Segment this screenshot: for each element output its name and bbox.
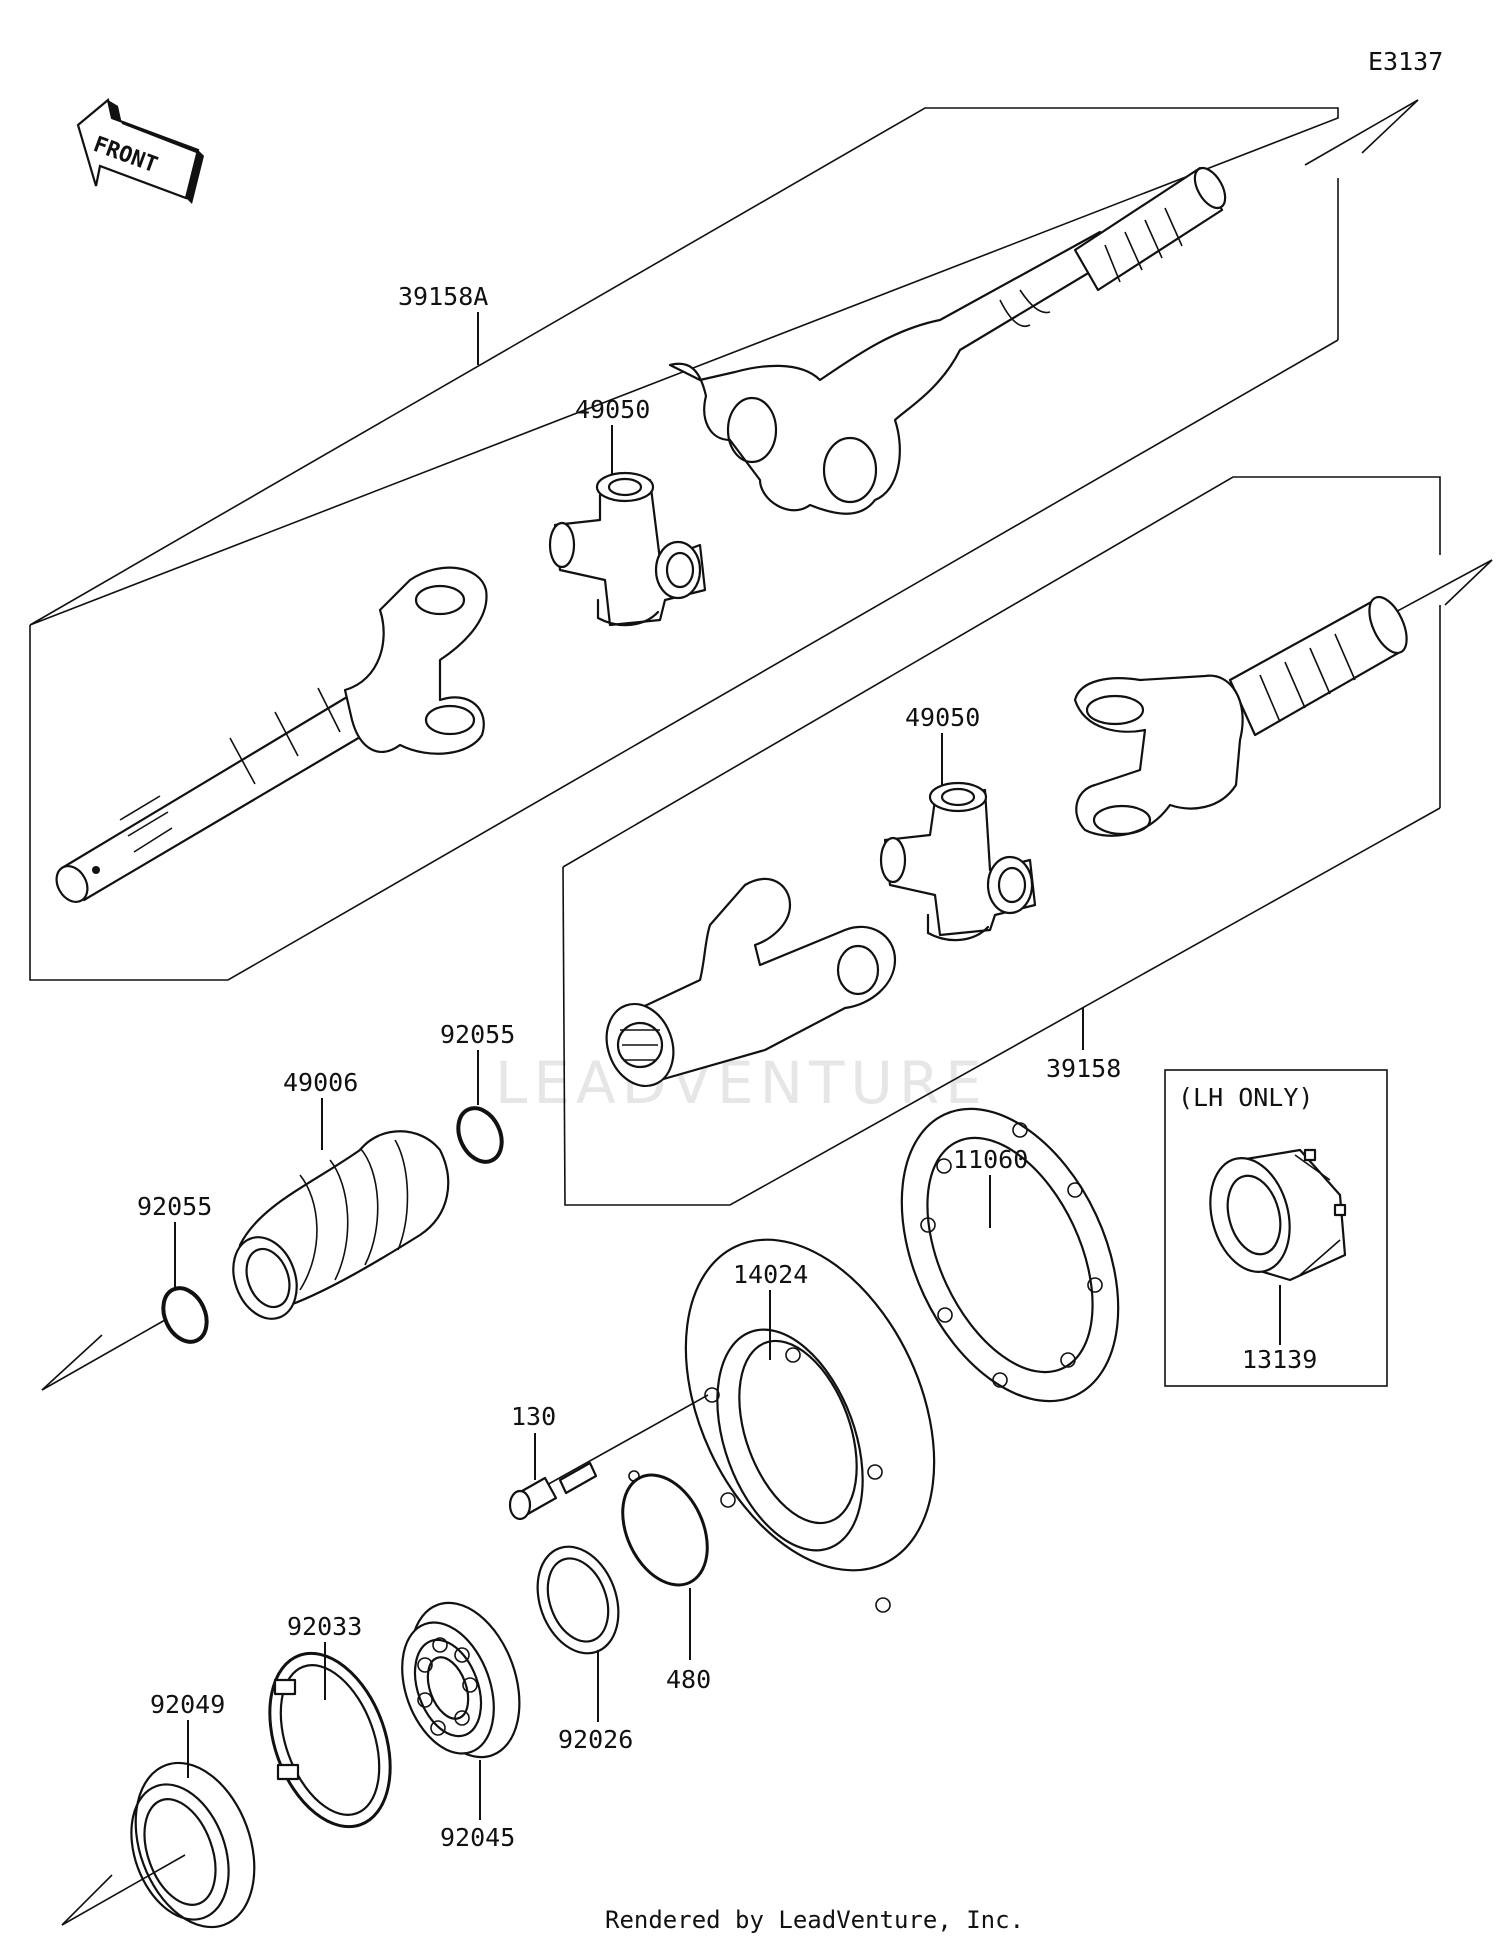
right-o-ring-part <box>456 1106 504 1164</box>
lh-only-label: (LH ONLY) <box>1178 1083 1313 1112</box>
rear-shaft-input-yoke-part <box>605 877 897 1088</box>
bolt-part <box>508 1394 709 1521</box>
callout-11060: 11060 <box>953 1145 1028 1174</box>
front-shaft-left-part <box>55 566 488 903</box>
housing-part <box>684 1238 936 1613</box>
leader-lines <box>174 312 1281 1820</box>
oil-seal-part <box>61 1761 256 1929</box>
shim-part <box>536 1545 620 1655</box>
front-universal-joint-part <box>548 471 707 627</box>
callout-92026: 92026 <box>558 1725 633 1754</box>
render-credit-footer: Rendered by LeadVenture, Inc. <box>605 1906 1024 1934</box>
callout-92045: 92045 <box>440 1823 515 1852</box>
callout-39158A: 39158A <box>398 282 488 311</box>
circlip-part <box>621 1470 709 1587</box>
diagram-code: E3137 <box>1368 47 1443 76</box>
gasket-part <box>900 1107 1120 1403</box>
callout-480: 480 <box>666 1665 711 1694</box>
rear-shaft-output-part <box>1073 595 1408 837</box>
snap-ring-part <box>268 1651 392 1829</box>
callout-labels: 39158A 49050 49050 39158 92055 49006 920… <box>137 282 1317 1852</box>
callout-92049: 92049 <box>150 1690 225 1719</box>
cv-boot-part <box>232 1130 450 1320</box>
callout-92055-left: 92055 <box>137 1192 212 1221</box>
callout-92033: 92033 <box>287 1612 362 1641</box>
callout-49050-lower: 49050 <box>905 703 980 732</box>
watermark-text: LEADVENTURE <box>495 1049 988 1117</box>
rear-shaft-group <box>562 476 1493 1206</box>
left-o-ring-part <box>161 1286 209 1344</box>
callout-13139: 13139 <box>1242 1345 1317 1374</box>
rear-universal-joint-part <box>879 781 1037 942</box>
front-shaft-group <box>29 99 1419 981</box>
callout-130: 130 <box>511 1402 556 1431</box>
callout-49050-upper: 49050 <box>575 395 650 424</box>
callout-92055-right: 92055 <box>440 1020 515 1049</box>
callout-39158: 39158 <box>1046 1054 1121 1083</box>
front-direction-arrow-icon: FRONT <box>76 97 204 204</box>
bearing-part <box>401 1601 521 1759</box>
front-shaft-right-part <box>668 166 1227 515</box>
callout-14024: 14024 <box>733 1260 808 1289</box>
callout-49006: 49006 <box>283 1068 358 1097</box>
lh-only-inset: (LH ONLY) <box>1164 1069 1388 1387</box>
